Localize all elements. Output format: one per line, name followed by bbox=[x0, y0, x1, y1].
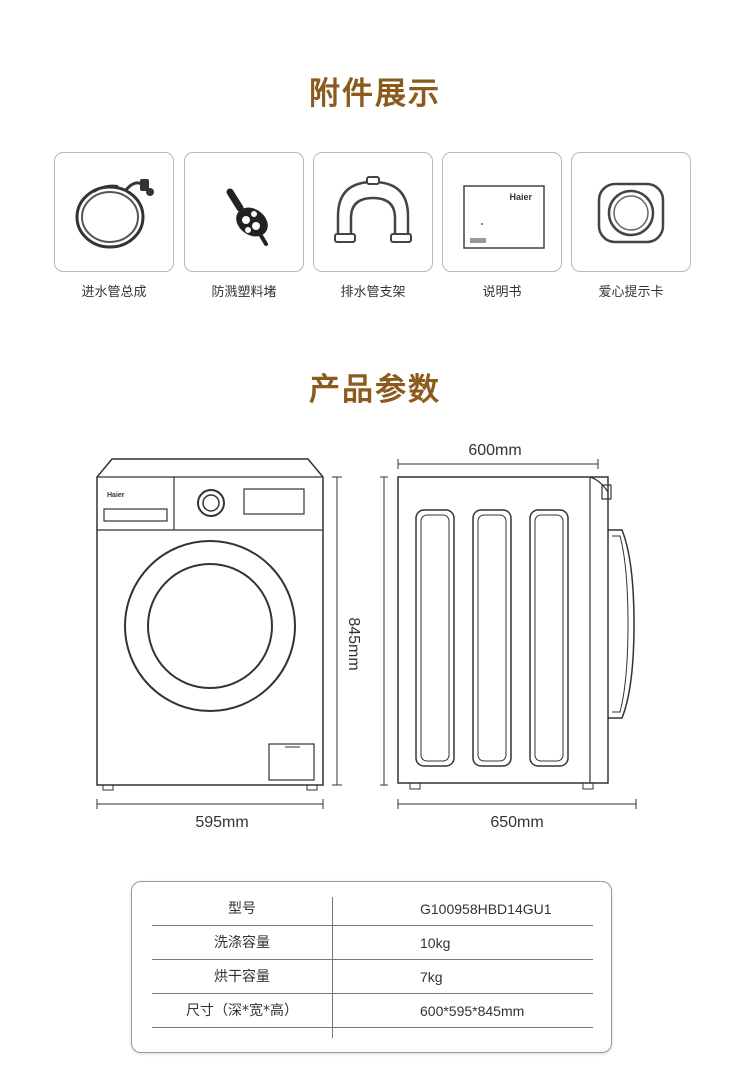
accessory-item: 爱心提示卡 bbox=[571, 152, 691, 300]
accessories-list: 进水管总成 防溅塑料堵 排水管支架 bbox=[54, 152, 694, 302]
accessory-label: 进水管总成 bbox=[81, 285, 147, 300]
table-divider bbox=[332, 897, 333, 1038]
splash-plug-icon bbox=[226, 188, 268, 246]
table-row: 型号 G100958HBD14GU1 bbox=[152, 892, 593, 926]
accessory-label: 防溅塑料堵 bbox=[211, 285, 277, 300]
side-width-dimension bbox=[397, 459, 599, 469]
spec-value: 7kg bbox=[420, 969, 443, 985]
accessory-card bbox=[313, 152, 433, 272]
spec-value: 600*595*845mm bbox=[420, 1003, 525, 1019]
spec-name: 洗涤容量 bbox=[214, 935, 270, 951]
spec-value: 10kg bbox=[420, 935, 451, 951]
height-label: 845mm bbox=[345, 617, 362, 670]
accessory-card bbox=[184, 152, 304, 272]
table-row: 洗涤容量 10kg bbox=[152, 926, 593, 960]
accessory-card: Haier bbox=[442, 152, 562, 272]
spec-name: 型号 bbox=[228, 901, 256, 917]
side-width-label: 600mm bbox=[468, 442, 521, 459]
side-view-drawing bbox=[380, 476, 635, 790]
accessory-label: 爱心提示卡 bbox=[598, 285, 664, 300]
height-dimension bbox=[332, 476, 342, 786]
side-depth-label: 650mm bbox=[490, 814, 543, 831]
accessory-item: Haier 说明书 bbox=[442, 152, 562, 300]
manual-brand: Haier bbox=[509, 192, 532, 202]
front-brand-logo: Haier bbox=[107, 492, 125, 499]
front-width-label: 595mm bbox=[195, 814, 248, 831]
manual-icon: Haier bbox=[463, 185, 545, 249]
front-view-drawing bbox=[96, 458, 324, 791]
accessory-label: 说明书 bbox=[482, 285, 522, 300]
inlet-hose-icon bbox=[75, 179, 154, 249]
spec-value: G100958HBD14GU1 bbox=[420, 901, 552, 917]
dimension-drawings: Haier 595mm 845mm 600mm bbox=[96, 442, 637, 831]
side-depth-dimension bbox=[397, 799, 637, 809]
spec-name: 烘干容量 bbox=[214, 969, 270, 985]
accessory-item: 排水管支架 bbox=[313, 152, 433, 300]
accessories-title: 附件展示 bbox=[309, 76, 441, 112]
specs-title: 产品参数 bbox=[309, 372, 441, 408]
accessory-card bbox=[571, 152, 691, 272]
care-card-icon bbox=[597, 182, 665, 244]
accessory-item: 防溅塑料堵 bbox=[184, 152, 304, 300]
drain-hose-bracket-icon bbox=[334, 176, 412, 243]
table-row: 尺寸（深*宽*高） 600*595*845mm bbox=[152, 994, 593, 1028]
table-row: 烘干容量 7kg bbox=[152, 960, 593, 994]
accessory-item: 进水管总成 bbox=[54, 152, 174, 300]
spec-table: 型号 G100958HBD14GU1 洗涤容量 10kg 烘干容量 7kg 尺寸… bbox=[131, 881, 612, 1053]
accessory-label: 排水管支架 bbox=[340, 285, 406, 300]
front-width-dimension bbox=[96, 799, 324, 809]
accessory-card bbox=[54, 152, 174, 272]
spec-name: 尺寸（深*宽*高） bbox=[186, 1003, 298, 1019]
